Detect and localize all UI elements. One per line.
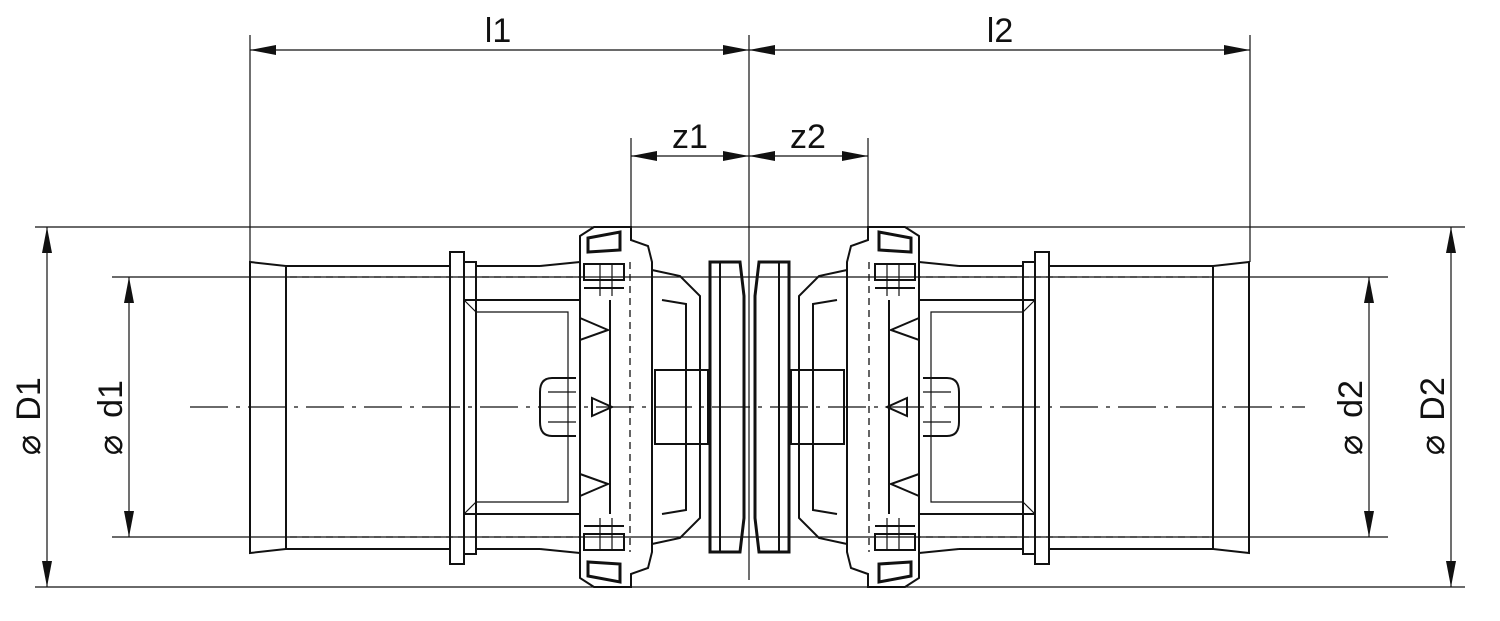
label-z2: z2 [790,118,826,156]
diameter-symbol-d2: ⌀ [1332,435,1370,455]
dimension-d1 [124,277,134,537]
diameter-symbol-d1: ⌀ [92,435,130,455]
label-l2: l2 [987,12,1013,50]
dimension-z2 [749,151,868,161]
dimension-l1 [250,45,749,55]
extension-lines [35,35,1465,588]
dimension-d2 [1364,277,1374,537]
label-z1: z1 [672,118,708,156]
label-d2: d2 [1332,380,1370,418]
label-D2: D2 [1414,377,1452,420]
label-d1: d1 [92,380,130,418]
dimension-D2 [1446,227,1456,587]
diameter-symbol-D2: ⌀ [1414,435,1452,455]
dimension-l2 [749,45,1250,55]
diameter-symbol-D1: ⌀ [10,435,48,455]
coupling-left-half [249,226,746,588]
dimension-D1 [42,227,52,587]
label-l1: l1 [485,12,511,50]
label-D1: D1 [10,377,48,420]
dimension-z1 [631,151,749,161]
